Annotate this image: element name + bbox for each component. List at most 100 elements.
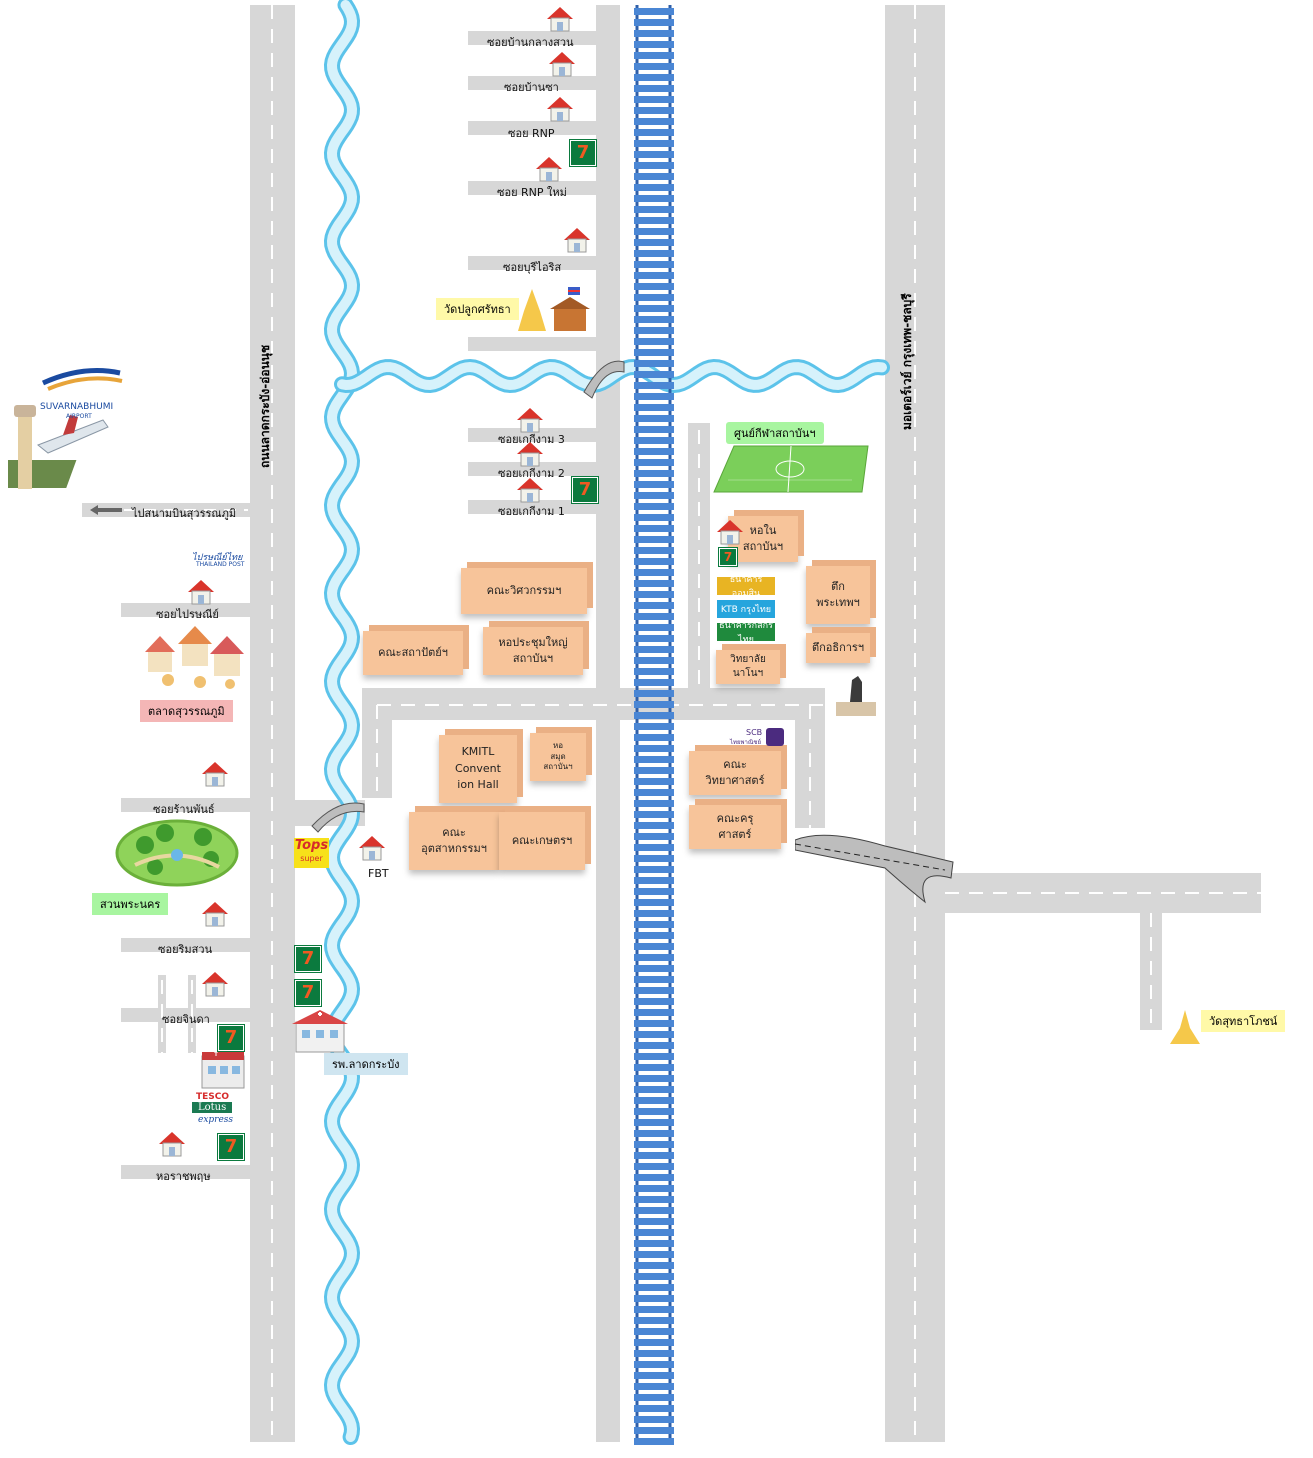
rail-sleeper	[634, 1328, 674, 1335]
rail-sleeper	[634, 646, 674, 653]
soi-label: ซอย RNP ใหม่	[497, 186, 567, 199]
rail-sleeper	[634, 481, 674, 488]
rail-sleeper	[634, 327, 674, 334]
rail-sleeper	[634, 162, 674, 169]
rail-sleeper	[634, 756, 674, 763]
seven-eleven-glyph: 7	[224, 1136, 238, 1157]
great-hall-building: หอประชุมใหญ่ สถาบันฯ	[483, 627, 583, 675]
soi-bar	[468, 256, 596, 270]
industrial-faculty-building: คณะ อุตสาหกรรมฯ	[409, 812, 499, 870]
rail-sleeper	[634, 921, 674, 928]
rail-sleeper	[634, 657, 674, 664]
park-illustration	[115, 819, 239, 887]
rail-sleeper	[634, 976, 674, 983]
industrial-label: คณะ อุตสาหกรรมฯ	[421, 825, 487, 856]
rail-sleeper	[634, 503, 674, 510]
rail-sleeper	[634, 602, 674, 609]
rail-sleeper	[634, 272, 674, 279]
rail-sleeper	[634, 1383, 674, 1390]
motorway-road	[885, 5, 945, 1442]
rail-sleeper	[634, 767, 674, 774]
house-icon	[715, 518, 745, 546]
seven-eleven-glyph: 7	[224, 1027, 238, 1048]
rail-sleeper	[634, 1130, 674, 1137]
rail-sleeper	[634, 954, 674, 961]
rail-sleeper	[634, 1009, 674, 1016]
rail-sleeper	[634, 525, 674, 532]
soi-label: ซอยบุรีไอริส	[503, 261, 562, 274]
prathep-building: ตึก พระเทพฯ	[806, 566, 870, 624]
rail-sleeper	[634, 173, 674, 180]
thailand-post-sub: THAILAND POST	[196, 561, 245, 568]
rail-sleeper	[634, 1031, 674, 1038]
rail-sleeper	[634, 580, 674, 587]
rail-sleeper	[634, 294, 674, 301]
rail-sleeper	[634, 679, 674, 686]
rail-sleeper	[634, 1427, 674, 1434]
arrow-left-icon	[90, 505, 122, 515]
rail-sleeper	[634, 8, 674, 15]
rail-sleeper	[634, 1438, 674, 1445]
house-icon	[200, 760, 230, 788]
soi-bar	[468, 181, 596, 195]
hospital-building-icon	[201, 1050, 245, 1089]
rail-sleeper	[634, 1064, 674, 1071]
hospital-label: รพ.ลาดกระบัง	[324, 1053, 408, 1075]
seven-eleven-icon: 7	[570, 140, 596, 166]
rail-sleeper	[634, 305, 674, 312]
rail-sleeper	[634, 547, 674, 554]
seven-eleven-icon: 7	[719, 548, 737, 566]
tops-logo: Tops super	[294, 838, 329, 868]
soi-bar	[121, 603, 250, 617]
market-illustration	[145, 626, 244, 689]
rail-sleeper	[634, 1141, 674, 1148]
rail-sleeper	[634, 943, 674, 950]
rail-sleeper	[634, 448, 674, 455]
airport-logo-text: SUVARNABHUMI	[40, 402, 114, 412]
rail-sleeper	[634, 1086, 674, 1093]
market-label: ตลาดสุวรรณภูมิ	[140, 700, 233, 722]
seven-eleven-icon: 7	[295, 946, 321, 972]
rail-sleeper	[634, 404, 674, 411]
rail-sleeper	[634, 1185, 674, 1192]
rail-sleeper	[634, 712, 674, 719]
dorm-label: หอใน สถาบันฯ	[742, 523, 784, 554]
rail-sleeper	[634, 1273, 674, 1280]
rail-sleeper	[634, 1262, 674, 1269]
temple-icon	[518, 287, 590, 331]
rail-sleeper	[634, 888, 674, 895]
rail-sleeper	[634, 1053, 674, 1060]
hospital-icon	[292, 1010, 348, 1053]
rail-sleeper	[634, 393, 674, 400]
rail-sleeper	[634, 19, 674, 26]
bank-ktb-logo: KTB กรุงไทย	[717, 600, 775, 618]
rail-sleeper	[634, 855, 674, 862]
rail-sleeper	[634, 569, 674, 576]
rail-sleeper	[634, 591, 674, 598]
rail-sleeper	[634, 85, 674, 92]
airport-direction-label: ไปสนามบินสุวรรณภูมิ	[132, 507, 237, 520]
soi-label: หอราชพฤษ	[156, 1170, 211, 1183]
rail-sleeper	[634, 492, 674, 499]
rail-sleeper	[634, 426, 674, 433]
soi-bar	[468, 500, 596, 514]
library-building: หอ สมุด สถาบันฯ	[530, 733, 586, 781]
rail-sleeper	[634, 745, 674, 752]
architecture-label: คณะสถาปัตย์ฯ	[378, 645, 448, 659]
rail-sleeper	[634, 987, 674, 994]
soi-bar	[121, 938, 250, 952]
rail-sleeper	[634, 1251, 674, 1258]
house-icon	[545, 95, 575, 123]
architecture-building: คณะสถาปัตย์ฯ	[363, 631, 463, 675]
rail-sleeper	[634, 1042, 674, 1049]
lat-krabang-road-name: ถนนลาดกระบัง-อ่อนนุช	[258, 344, 272, 468]
rail-sleeper	[634, 965, 674, 972]
house-icon	[547, 50, 577, 78]
wat-suttha-label: วัดสุทธาโภชน์	[1201, 1010, 1286, 1032]
scb-logo-sub: ไทยพาณิชย์	[730, 739, 761, 746]
rail-sleeper	[634, 96, 674, 103]
engineering-building: คณะวิศวกรรมฯ	[461, 568, 587, 614]
rail-sleeper	[634, 1097, 674, 1104]
rail-sleeper	[634, 1196, 674, 1203]
